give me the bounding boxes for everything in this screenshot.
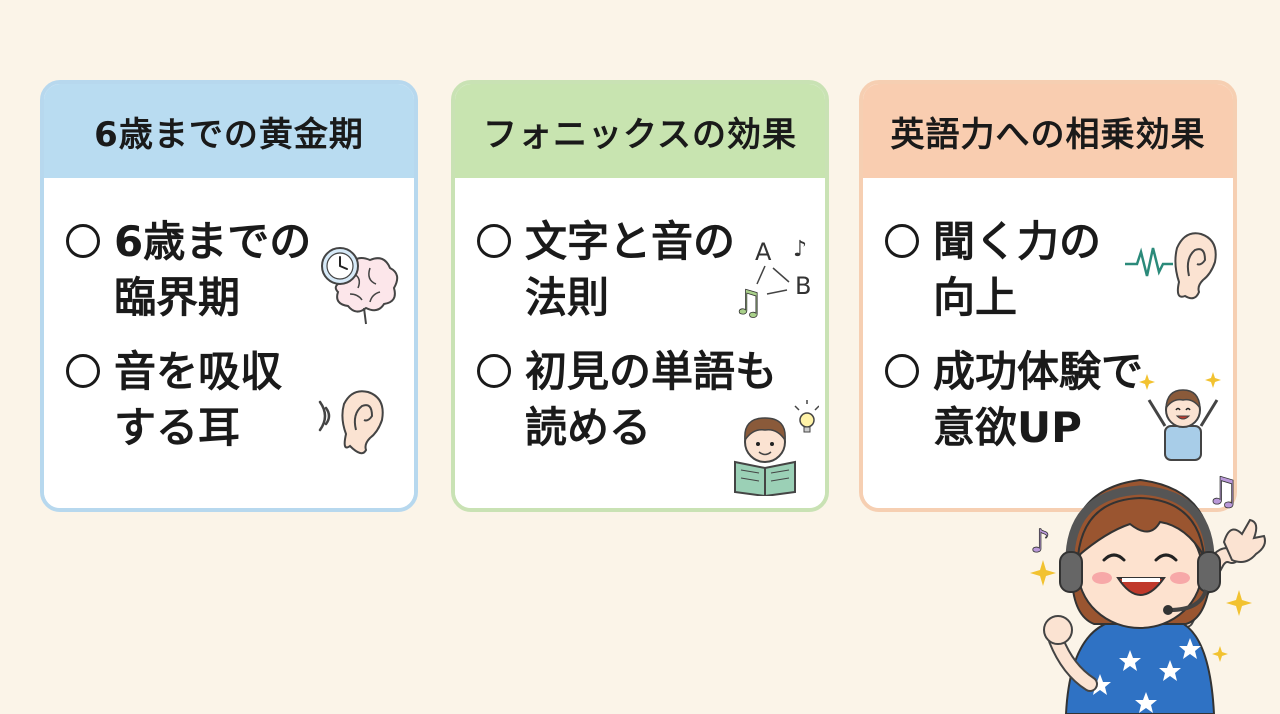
- card-golden-period: 6歳までの黄金期 6歳までの 臨界期 音を吸収 する耳: [40, 80, 418, 512]
- item-text: 成功体験で 意欲UP: [933, 347, 1144, 452]
- card-title: フォニックスの効果: [455, 84, 825, 178]
- circle-marker-icon: [66, 354, 100, 388]
- card-title: 英語力への相乗効果: [863, 84, 1233, 178]
- card-body: 聞く力の 向上 成功体験で 意欲UP: [863, 178, 1233, 508]
- card-title: 6歳までの黄金期: [44, 84, 414, 178]
- circle-marker-icon: [66, 224, 100, 258]
- card-synergy-effect: 英語力への相乗効果 聞く力の 向上 成功体験で 意欲UP: [859, 80, 1237, 512]
- girl-headphones-icon: ♫ ♪: [1030, 469, 1266, 714]
- list-item: 聞く力の 向上: [885, 214, 1101, 326]
- ear-wave-icon: [1125, 232, 1217, 300]
- list-item: 6歳までの 臨界期: [66, 214, 311, 326]
- reading-boy-icon: [734, 400, 819, 496]
- svg-text:A: A: [755, 238, 772, 266]
- svg-text:B: B: [795, 272, 811, 300]
- list-item: 音を吸収 する耳: [66, 344, 282, 456]
- list-item: 成功体験で 意欲UP: [885, 344, 1143, 456]
- cheering-kid-icon: [1139, 372, 1221, 461]
- svg-text:♫: ♫: [1206, 469, 1240, 513]
- item-text: 初見の単語も 読める: [525, 347, 778, 452]
- card-body: 6歳までの 臨界期 音を吸収 する耳: [44, 178, 414, 508]
- clock-brain-icon: [321, 247, 399, 325]
- svg-text:♪: ♪: [793, 237, 807, 262]
- svg-text:♪: ♪: [1030, 522, 1050, 560]
- item-text: 文字と音の 法則: [525, 217, 736, 322]
- letters-notes-icon: A B ♪ ♫: [733, 237, 812, 322]
- circle-marker-icon: [885, 224, 919, 258]
- ear-sound-icon: [318, 390, 384, 455]
- list-item: 文字と音の 法則: [477, 214, 735, 326]
- card-body: 文字と音の 法則 A B ♪ ♫ 初見の単語も 読める: [455, 178, 825, 508]
- card-phonics-effect: フォニックスの効果 文字と音の 法則 A B ♪ ♫ 初見の単語も 読める: [451, 80, 829, 512]
- item-text: 6歳までの 臨界期: [114, 217, 312, 322]
- item-text: 聞く力の 向上: [933, 217, 1102, 322]
- svg-text:♫: ♫: [733, 283, 763, 322]
- circle-marker-icon: [885, 354, 919, 388]
- circle-marker-icon: [477, 224, 511, 258]
- item-text: 音を吸収 する耳: [114, 347, 283, 452]
- list-item: 初見の単語も 読める: [477, 344, 777, 456]
- circle-marker-icon: [477, 354, 511, 388]
